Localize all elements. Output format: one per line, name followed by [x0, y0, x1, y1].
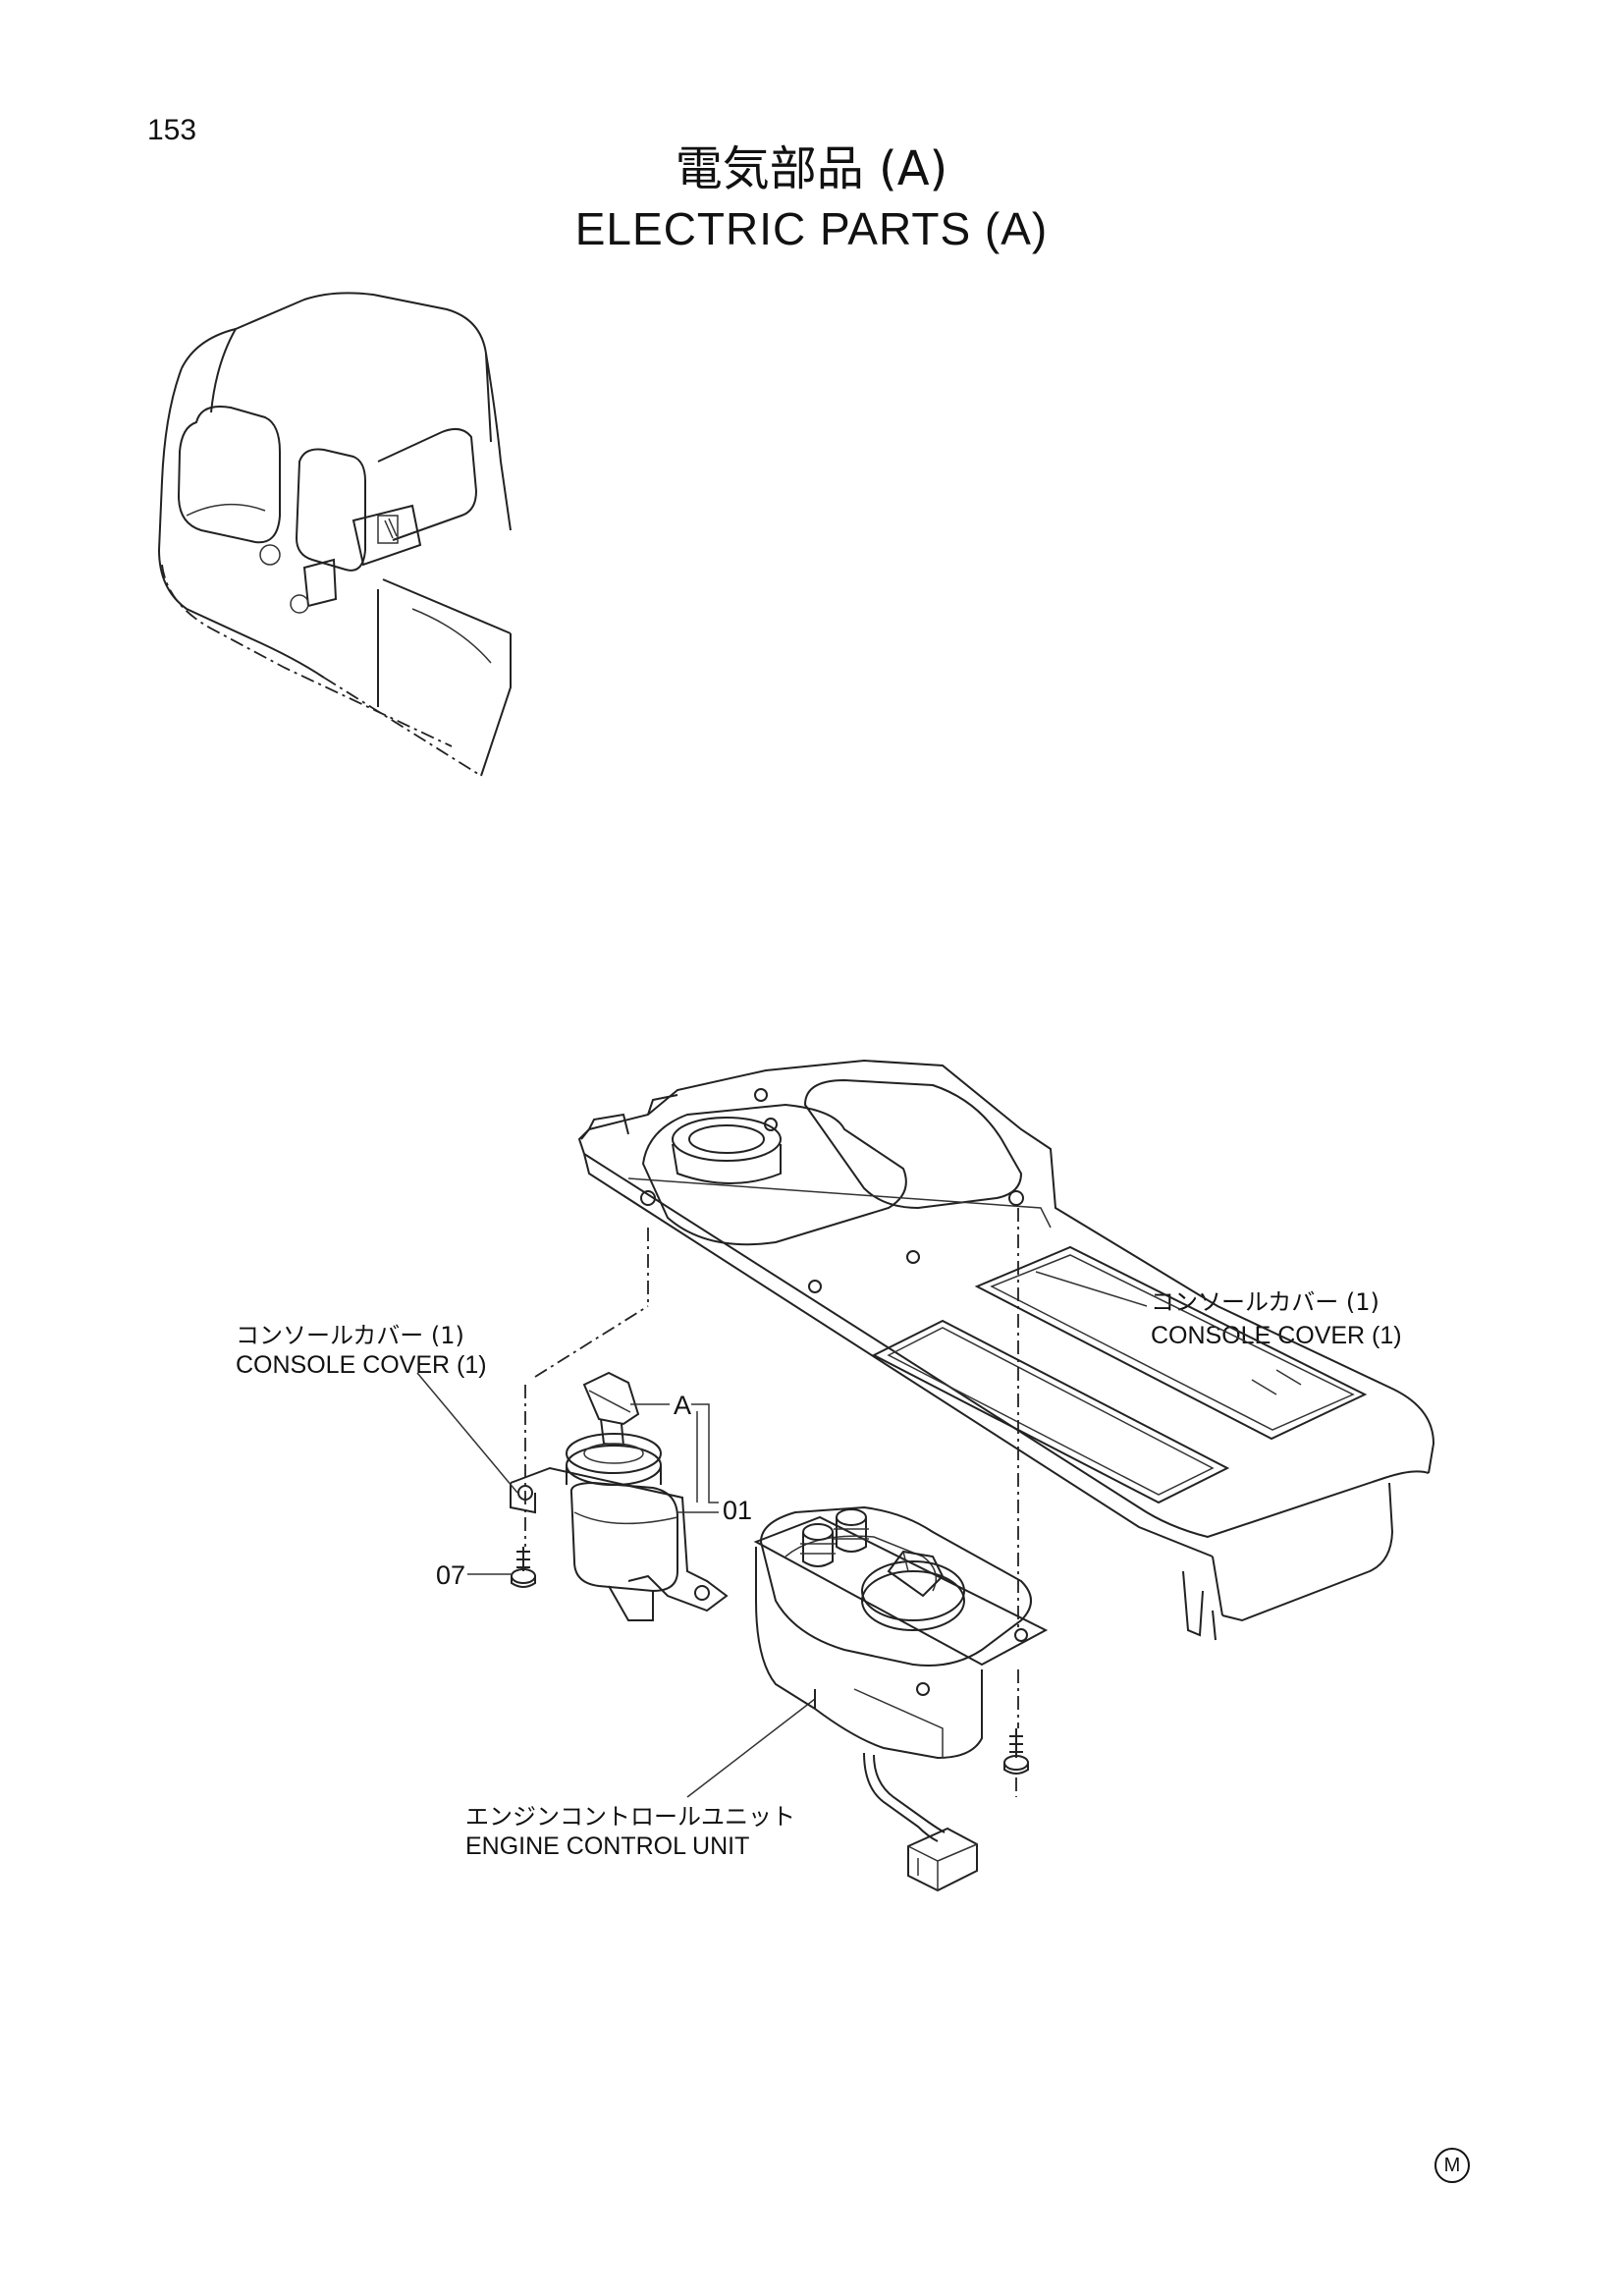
page-title-japanese: 電気部品 (A) [675, 141, 948, 196]
label-console-cover-right-en: CONSOLE COVER (1) [1151, 1322, 1402, 1349]
page-title-english: ELECTRIC PARTS (A) [574, 203, 1049, 254]
label-console-cover-left-en: CONSOLE COVER (1) [236, 1351, 487, 1379]
label-console-cover-right-ja: コンソールカバー (1) [1151, 1288, 1380, 1316]
callout-part-01: 01 [723, 1496, 753, 1525]
label-engine-control-unit-en: ENGINE CONTROL UNIT [465, 1832, 750, 1860]
console-cover-illustration [577, 1059, 1435, 1641]
manufacturer-mark: M [1434, 2148, 1470, 2183]
callout-part-07: 07 [436, 1560, 466, 1590]
page-number: 153 [147, 114, 197, 146]
label-console-cover-left-ja: コンソールカバー (1) [236, 1322, 464, 1349]
excavator-cab-illustration [157, 292, 512, 777]
label-engine-control-unit-ja: エンジンコントロールユニット [465, 1803, 795, 1831]
key-switch-illustration [510, 1228, 729, 1621]
callout-a: A [674, 1391, 692, 1420]
engine-control-unit-illustration [753, 1208, 1049, 1892]
callout-leader-lines [416, 1271, 1148, 1798]
